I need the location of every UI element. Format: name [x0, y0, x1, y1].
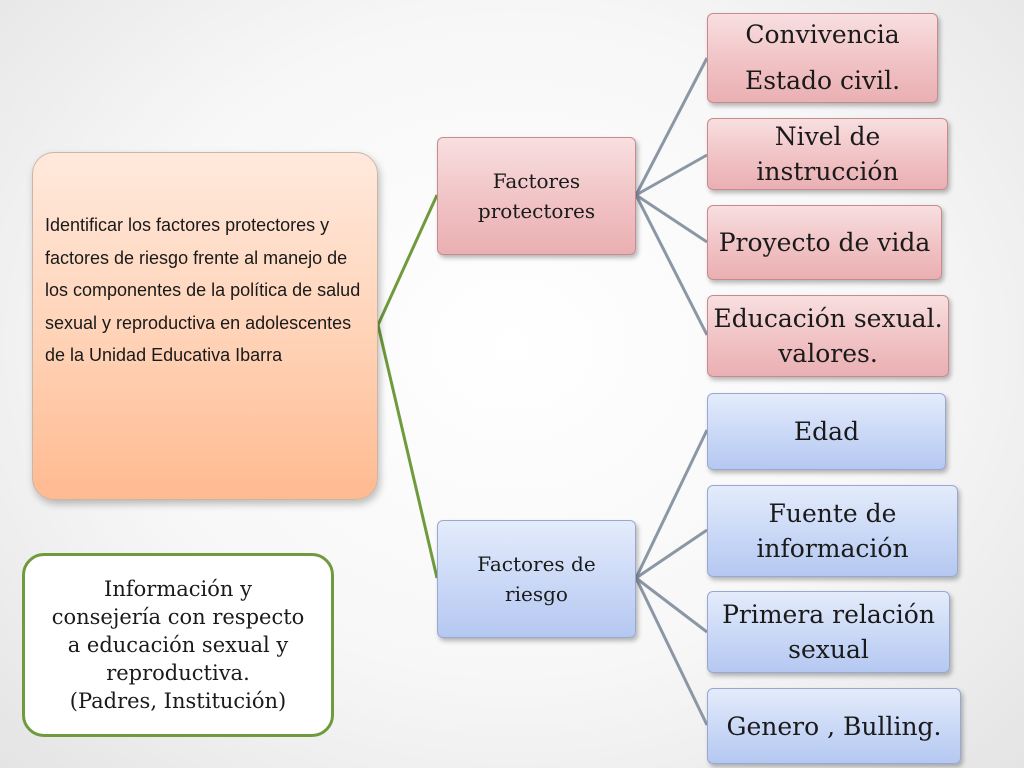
main-objective-box: Identificar los factores protectores y f…	[32, 152, 378, 500]
protectores-branches	[634, 57, 709, 336]
connector-riesgo-item-1	[634, 429, 709, 579]
riesgo-branches	[634, 429, 709, 726]
factores-protectores-box: Factores protectores	[437, 137, 636, 255]
factores-protectores-label: protectores	[477, 199, 596, 223]
connector-main-to-riesgo	[376, 324, 439, 579]
riesgo-item-line: Edad	[793, 417, 860, 446]
riesgo-item-primera-relacion: Primera relación sexual	[707, 591, 950, 673]
connector-protectores-item-2	[635, 153, 708, 197]
protector-item-line: Estado civil.	[744, 66, 901, 95]
info-line: a educación sexual y	[67, 633, 289, 657]
info-line: Información y	[104, 577, 252, 601]
protector-item-proyecto-vida: Proyecto de vida	[707, 205, 942, 280]
connector-riesgo-item-2	[635, 528, 708, 580]
riesgo-item-edad: Edad	[707, 393, 946, 470]
protector-item-line: Proyecto de vida	[718, 228, 931, 257]
info-line: (Padres, Institución)	[69, 689, 287, 713]
factores-riesgo-label: riesgo	[505, 582, 568, 606]
info-line: reproductiva.	[106, 661, 250, 685]
main-objective-text: Identificar los factores protectores y f…	[45, 215, 361, 365]
protector-item-line: Convivencia	[745, 20, 900, 49]
connector-riesgo-item-3	[635, 576, 708, 634]
riesgo-item-fuente-informacion: Fuente de información	[707, 485, 958, 577]
riesgo-item-line: Genero , Bulling.	[726, 711, 942, 741]
riesgo-item-genero-bulling: Genero , Bulling.	[707, 688, 961, 764]
connector-main-to-protectores	[376, 194, 439, 326]
protector-item-line: instrucción	[756, 157, 899, 186]
protector-item-line: Nivel de	[774, 122, 881, 151]
protector-item-educacion-sexual: Educación sexual. valores.	[707, 295, 949, 377]
protector-item-convivencia: Convivencia Estado civil.	[707, 13, 938, 103]
factores-riesgo-label: Factores de	[477, 552, 596, 576]
riesgo-item-line: Primera relación	[722, 600, 935, 629]
connector-riesgo-item-4	[634, 577, 709, 726]
factores-protectores-label: Factores	[492, 169, 581, 193]
connector-protectores-item-4	[634, 194, 709, 336]
riesgo-item-line: Fuente de	[768, 499, 897, 528]
protector-item-line: valores.	[778, 339, 878, 368]
riesgo-item-line: sexual	[788, 635, 869, 664]
info-box: Información y consejería con respecto a …	[22, 553, 334, 737]
factores-riesgo-box: Factores de riesgo	[437, 520, 636, 638]
connector-protectores-item-3	[635, 193, 708, 244]
connector-protectores-item-1	[634, 57, 709, 196]
protector-item-nivel-instruccion: Nivel de instrucción	[707, 118, 948, 190]
info-line: consejería con respecto	[51, 605, 305, 629]
protector-item-line: Educación sexual.	[713, 304, 943, 333]
riesgo-item-line: información	[756, 534, 909, 563]
